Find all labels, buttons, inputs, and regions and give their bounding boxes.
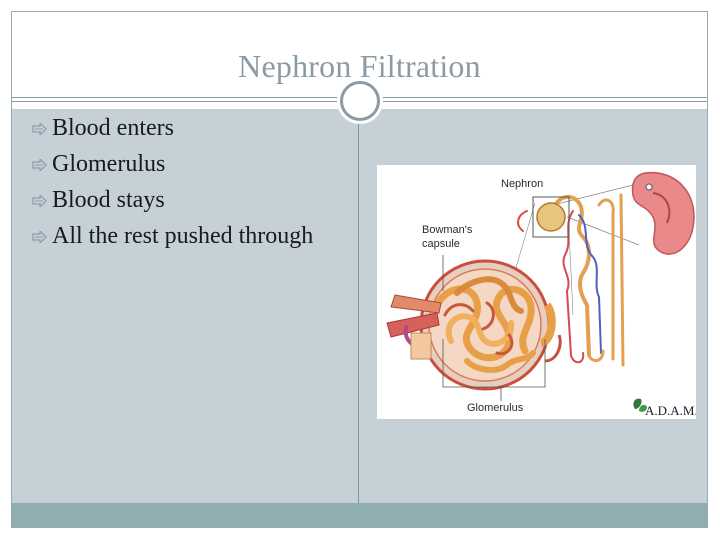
bullet-arrow-icon <box>32 123 47 135</box>
bullet-item: Blood enters <box>30 113 350 143</box>
kidney-icon <box>631 171 695 255</box>
bullet-arrow-icon <box>32 195 47 207</box>
slide-title: Nephron Filtration <box>238 48 481 84</box>
adam-brand-text: A.D.A.M. <box>645 403 696 418</box>
nephron-diagram: Nephron Bowman's capsule Glomerulus A.D.… <box>386 171 698 418</box>
bullet-text: Glomerulus <box>52 151 166 177</box>
column-divider <box>358 109 359 503</box>
ring-ornament-icon <box>340 81 380 121</box>
label-nephron: Nephron <box>501 178 543 190</box>
label-glomerulus: Glomerulus <box>467 402 524 414</box>
bullet-text: Blood stays <box>52 187 165 213</box>
footer-bar <box>12 503 707 527</box>
bullet-arrow-icon <box>32 159 47 171</box>
glomerulus-icon <box>386 259 562 391</box>
label-bowmans-capsule-line2: capsule <box>422 238 460 250</box>
nephron-icon <box>517 193 625 367</box>
bullet-text: Blood enters <box>52 115 174 141</box>
adam-logo: A.D.A.M. <box>633 398 698 418</box>
bullet-list: Blood enters Glomerulus Blood stays All … <box>30 113 350 257</box>
bullet-arrow-icon <box>32 231 47 243</box>
bullet-text: All the rest pushed through <box>52 223 314 249</box>
bullet-item: Glomerulus <box>30 149 350 179</box>
nephron-illustration: Nephron Bowman's capsule Glomerulus A.D.… <box>377 165 698 419</box>
bullet-item: All the rest pushed through <box>30 221 350 251</box>
bullet-item: Blood stays <box>30 185 350 215</box>
label-bowmans-capsule-line1: Bowman's <box>422 224 473 236</box>
